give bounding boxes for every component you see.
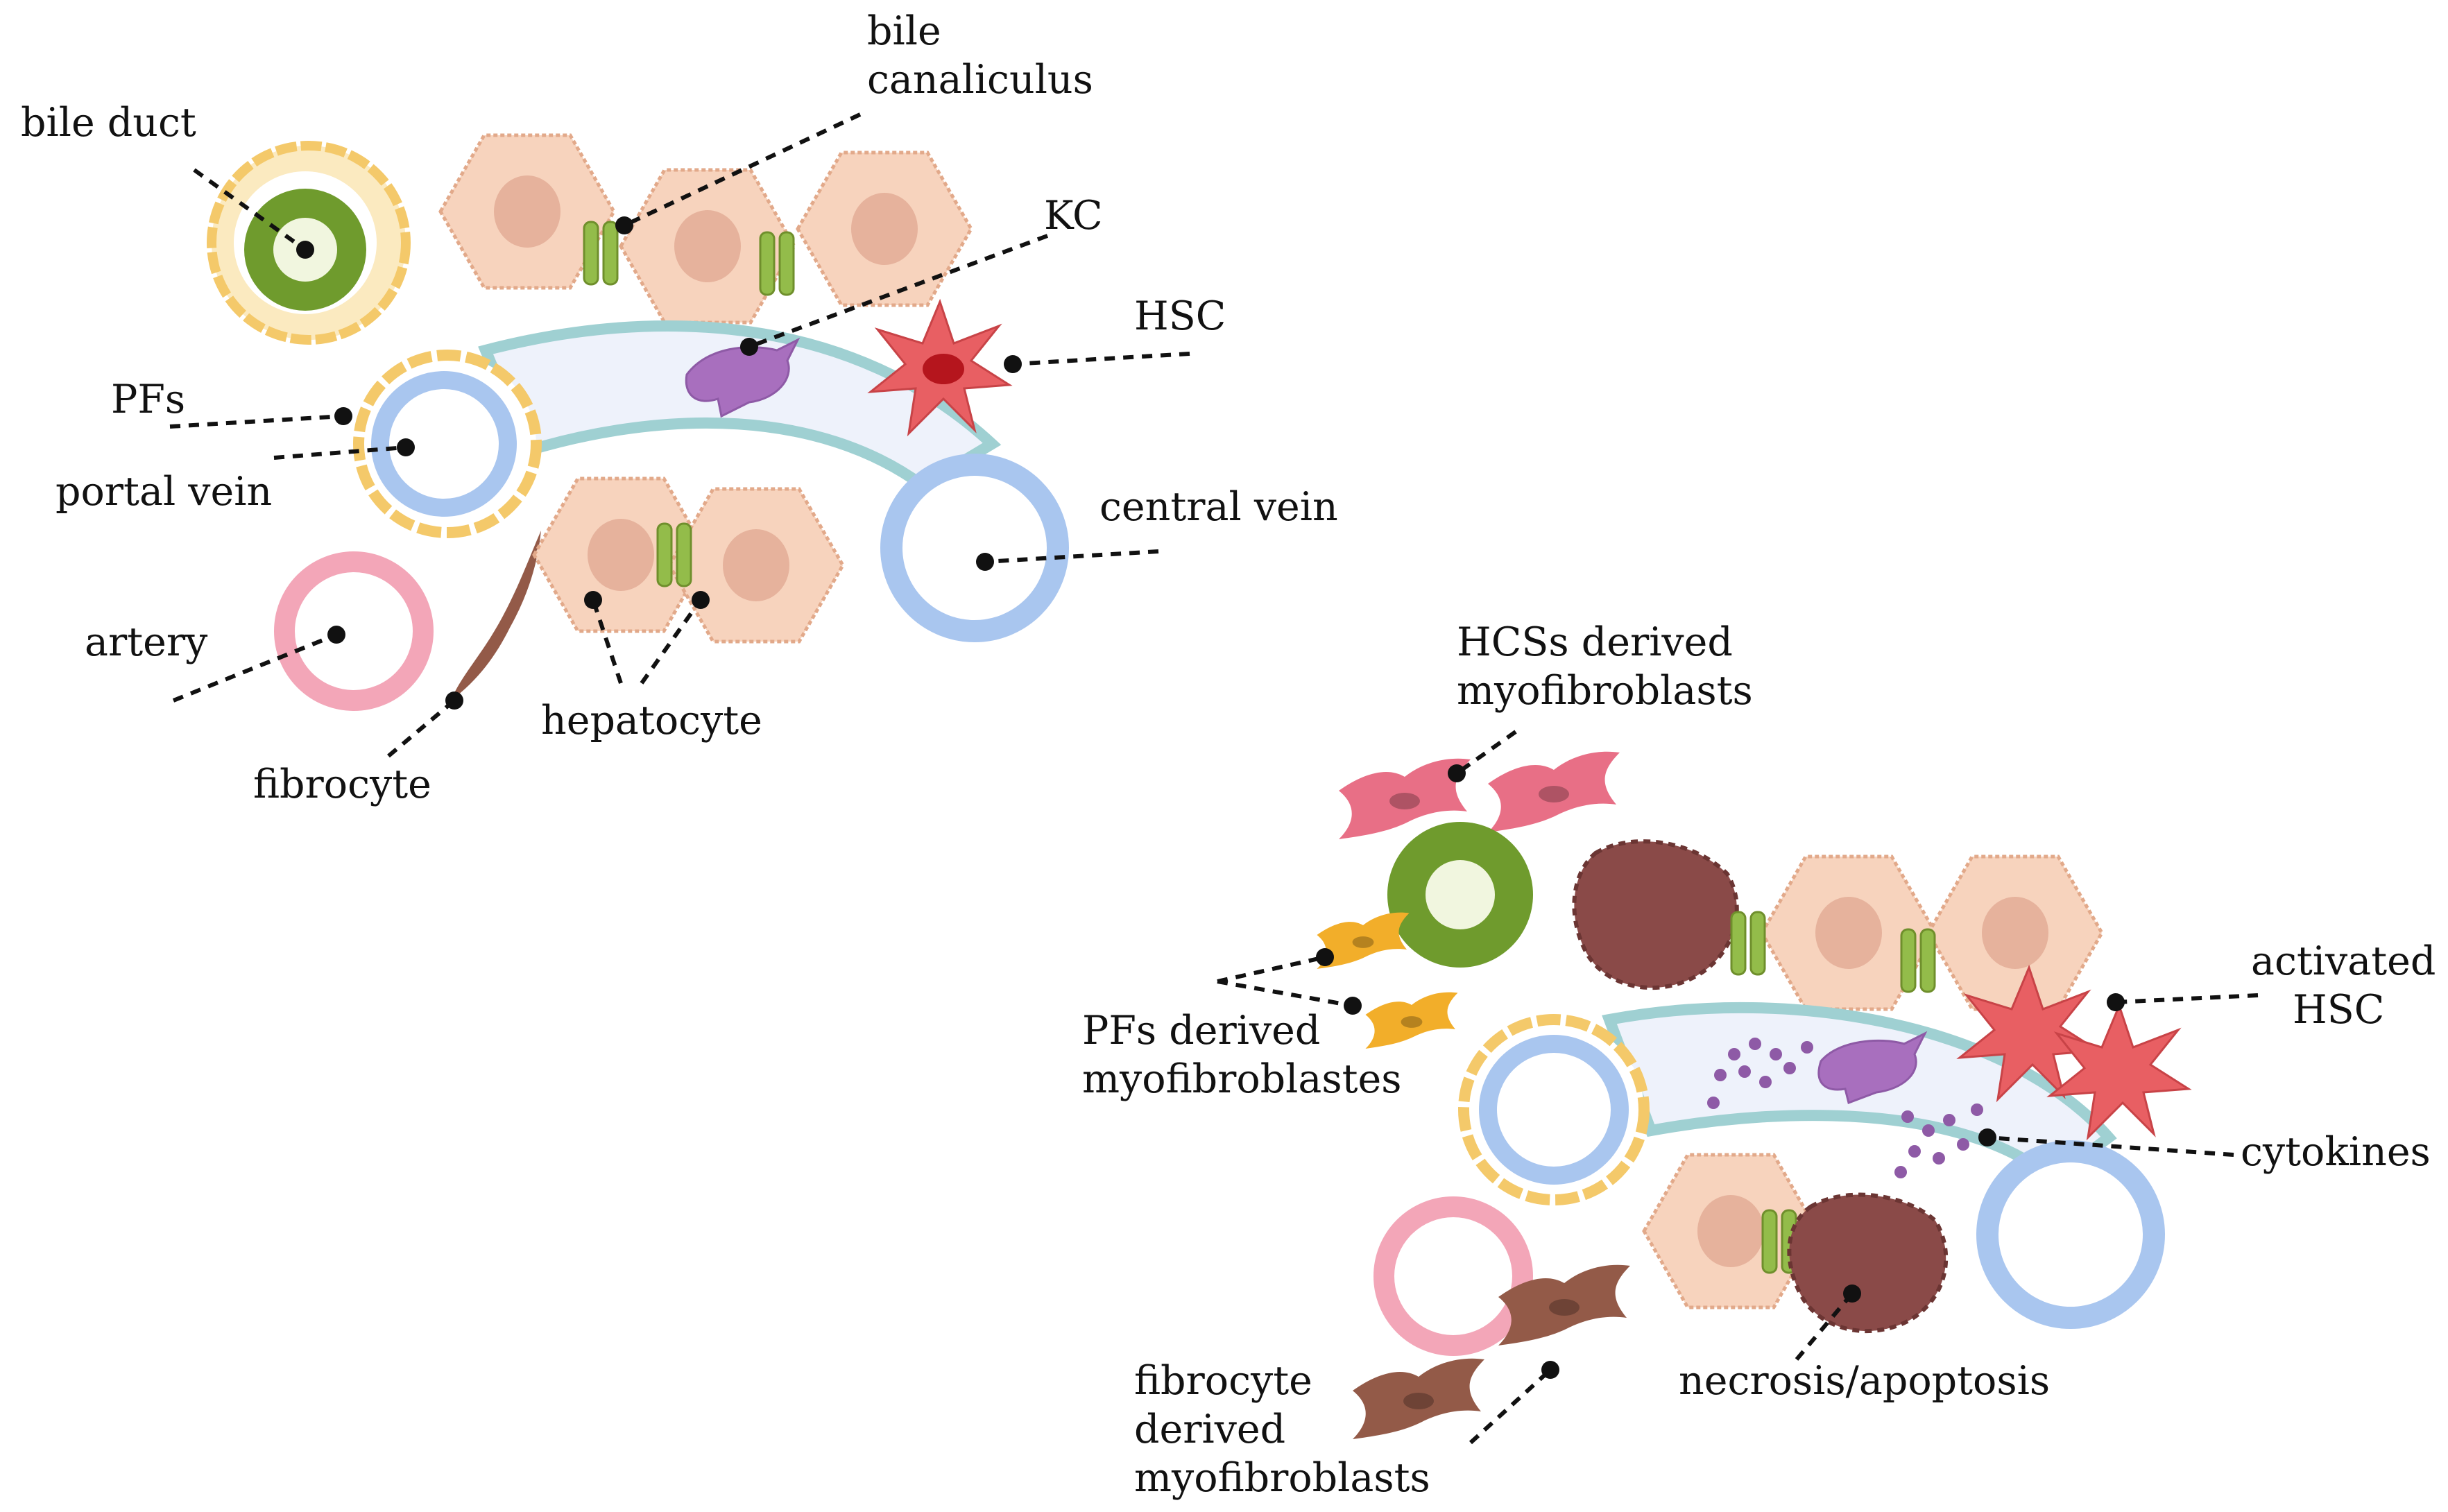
label-pfs-myofibroblastes-line2: myofibroblastes [1082, 1056, 1401, 1102]
hsc-myofibroblast [1488, 751, 1620, 832]
label-artery: artery [85, 619, 208, 665]
leader-lines [169, 112, 2259, 1445]
hepatocyte-cell [1928, 857, 2102, 1009]
label-hcss-myofibroblasts-line2: myofibroblasts [1457, 668, 1753, 714]
label-necrosis-apoptosis: necrosis/apoptosis [1679, 1358, 2050, 1404]
central-vein [880, 454, 1069, 642]
label-activated-hsc-line2: HSC [2293, 987, 2384, 1033]
necrotic-cell [1787, 1192, 1949, 1333]
label-fibrocyte-myofibroblasts-line2: derived [1134, 1407, 1285, 1452]
label-bile-canaliculus-line1: bile [867, 8, 941, 54]
label-hcss-myofibroblasts-line1: HCSs derived [1457, 619, 1733, 665]
normal-liver-scene [207, 135, 1069, 711]
hepatocyte-cell [798, 153, 971, 305]
kupffer-cell [685, 337, 801, 418]
hepatocyte-cell [669, 489, 843, 642]
fibrotic-bile-duct [1387, 822, 1533, 968]
fibrotic-central-vein [1976, 1140, 2165, 1329]
fibrotic-kupffer-cell [1817, 1031, 1928, 1104]
fibrocyte-cell [451, 531, 541, 701]
fibrocyte-myofibroblast [1353, 1358, 1484, 1439]
hepatocyte-junction [1730, 911, 1766, 976]
label-fibrocyte: fibrocyte [253, 762, 431, 807]
artery [274, 551, 434, 711]
label-bile-duct: bile duct [21, 100, 196, 146]
pf-myofibroblast [1365, 992, 1458, 1049]
label-portal-vein: portal vein [55, 469, 272, 515]
label-kc: KC [1044, 193, 1103, 239]
label-hsc: HSC [1134, 293, 1226, 339]
label-hepatocyte: hepatocyte [541, 698, 762, 744]
cytokine-dots [1707, 1038, 1983, 1178]
label-pfs-myofibroblastes-line1: PFs derived [1082, 1008, 1320, 1054]
label-cytokines: cytokines [2241, 1129, 2431, 1175]
label-bile-canaliculus-line2: canaliculus [867, 57, 1093, 103]
label-fibrocyte-myofibroblasts-line3: myofibroblasts [1134, 1455, 1430, 1501]
label-activated-hsc-line1: activated [2251, 938, 2436, 984]
label-fibrocyte-myofibroblasts-line1: fibrocyte [1134, 1358, 1312, 1404]
hsc-nucleus [923, 354, 964, 384]
label-central-vein: central vein [1099, 484, 1338, 530]
fibrotic-liver-scene [1317, 751, 2190, 1439]
fibrotic-portal-vein [1458, 1014, 1650, 1205]
fibrotic-artery [1373, 1196, 1533, 1356]
label-pfs: PFs [111, 377, 185, 422]
portal-vein [353, 350, 542, 538]
necrotic-cell [1572, 839, 1739, 990]
labels: bile duct bile canaliculus KC HSC PFs po… [21, 8, 2436, 1501]
